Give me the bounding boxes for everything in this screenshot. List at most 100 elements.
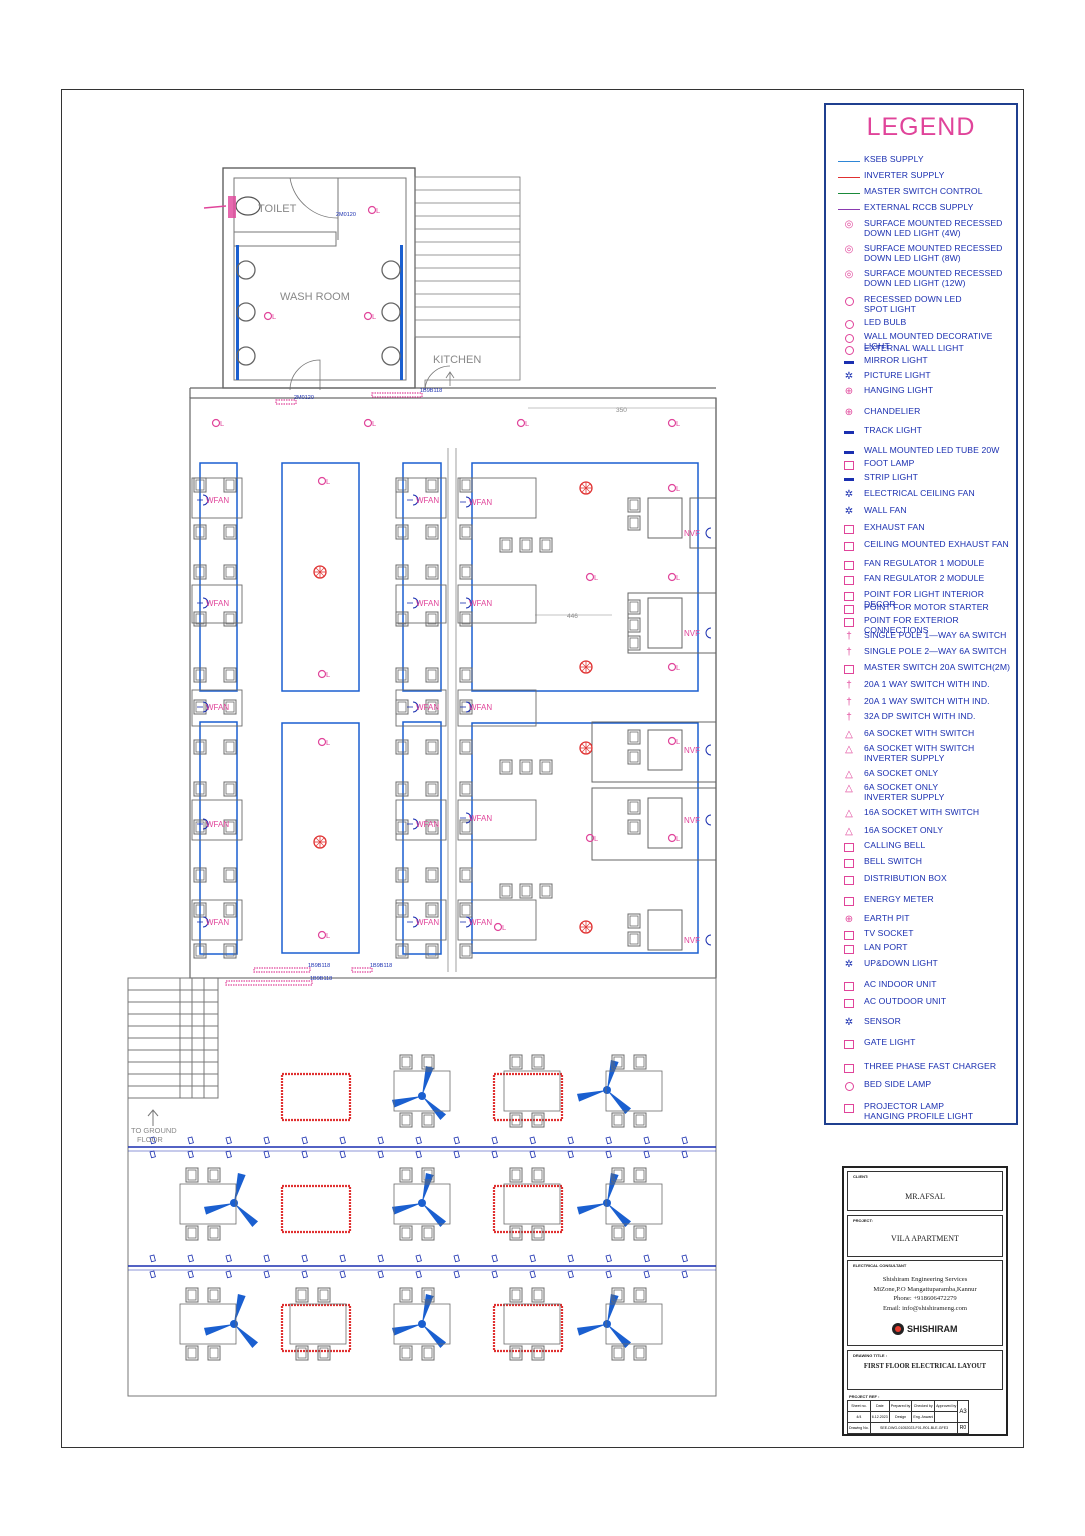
wall-fan-tag-right: NVF [684, 527, 712, 539]
chair [633, 1054, 647, 1070]
strip-light-marker [643, 1136, 650, 1145]
led-tag-text: L [676, 834, 680, 843]
legend-item-label: 6A SOCKET WITH SWITCH [864, 728, 975, 738]
legend-item: LED BULB [834, 317, 1014, 331]
reg1-icon [834, 558, 864, 572]
db-strip: 1B9B118 [371, 388, 442, 398]
chair [459, 902, 473, 918]
sock-6a-only-icon: △ [845, 769, 853, 780]
shishiram-logo: SHISHIRAM [892, 1323, 958, 1335]
legend-item-label: EARTH PIT [864, 913, 910, 923]
chair [425, 524, 439, 540]
led-tag-text: L [525, 419, 529, 428]
legend-item-label: BELL SWITCH [864, 856, 923, 866]
drawing-title: FIRST FLOOR ELECTRICAL LAYOUT [863, 1363, 987, 1370]
blue-outlines [199, 462, 699, 955]
chair [539, 883, 553, 899]
led-tag-text: L [220, 419, 224, 428]
strip-light-marker [339, 1150, 346, 1159]
led-4w-icon: ◎ [844, 219, 854, 230]
chair [421, 1112, 435, 1128]
chair [395, 902, 409, 918]
chair [633, 1287, 647, 1303]
hanging-light-icon [579, 741, 593, 755]
legend-item: EXTERNAL RCCB SUPPLY [834, 202, 1014, 216]
legend-item: MASTER SWITCH CONTROL [834, 186, 1014, 200]
strip-light-marker [149, 1270, 156, 1279]
table [503, 1070, 561, 1112]
strip-light-marker [149, 1136, 156, 1145]
led-tag-text: L [326, 477, 330, 486]
chair [499, 537, 513, 553]
led-light-tag: L [516, 418, 529, 428]
legend-item-label: GATE LIGHT [864, 1037, 916, 1047]
chair [421, 1225, 435, 1241]
table [191, 689, 243, 727]
legend-item: CEILING MOUNTED EXHAUST FAN [834, 539, 1014, 553]
legend-item: BELL SWITCH [834, 856, 1014, 870]
legend-item-label: PROJECTOR LAMP HANGING PROFILE LIGHT [864, 1101, 974, 1121]
legend-item-label: EXHAUST FAN [864, 522, 925, 532]
lan-icon [834, 942, 864, 956]
legend-item-label: SURFACE MOUNTED RECESSED DOWN LED LIGHT … [864, 243, 1003, 263]
legend-item: ▬TRACK LIGHT [834, 425, 1014, 439]
table [179, 1183, 237, 1225]
legend-item-label: HANGING LIGHT [864, 385, 934, 395]
legend-item-label: 20A 1 WAY SWITCH WITH IND. [864, 696, 990, 706]
chair [611, 1225, 625, 1241]
led-light-tag: L [317, 930, 330, 940]
updown-icon: ✲ [844, 959, 854, 970]
strip-light-marker [225, 1150, 232, 1159]
legend-item: ✲UP&DOWN LIGHT [834, 958, 1014, 972]
wall-fan-text: WFAN [206, 918, 229, 927]
chair [519, 537, 533, 553]
ceiling-fan-icon [576, 1172, 632, 1228]
legend-item-label: SURFACE MOUNTED RECESSED DOWN LED LIGHT … [864, 268, 1003, 288]
wall-fan-tag: WFAN [197, 916, 229, 928]
sock-6a-icon: △ [845, 729, 853, 740]
chair [317, 1287, 331, 1303]
legend-item-label: SINGLE POLE 1—WAY 6A SWITCH [864, 630, 1007, 640]
pt-decor-icon [834, 589, 864, 603]
strip-light-marker [377, 1270, 384, 1279]
line-red-icon [834, 170, 864, 184]
wall-fan-tag: WFAN [407, 916, 439, 928]
strip-light-marker [415, 1270, 422, 1279]
legend-item: ⊕HANGING LIGHT [834, 385, 1014, 399]
db-icon [834, 873, 864, 887]
wall-fan-tag-right: NVF [684, 814, 712, 826]
legend-item-label: 6A SOCKET ONLY INVERTER SUPPLY [864, 782, 945, 802]
chair [425, 667, 439, 683]
legend-item-label: KSEB SUPPLY [864, 154, 924, 164]
logo-text: SHISHIRAM [907, 1324, 958, 1334]
table [395, 477, 447, 519]
legend-item: KSEB SUPPLY [834, 154, 1014, 168]
wall-fan-tag: WFAN [197, 597, 229, 609]
drawing-no-label: Drawing No. [847, 1422, 871, 1434]
legend-item: EXTERNAL WALL LIGHT [834, 343, 1014, 357]
chair [459, 781, 473, 797]
spot-icon [834, 294, 864, 308]
legend-item: ✲PICTURE LIGHT [834, 370, 1014, 384]
sw-20a-icon: † [846, 680, 852, 691]
strip-light-marker [681, 1136, 688, 1145]
hanging-light-icon [313, 835, 327, 849]
legend-item: △16A SOCKET ONLY [834, 825, 1014, 839]
led-8w-icon: ◎ [844, 244, 854, 255]
strip-light-marker [605, 1136, 612, 1145]
chair [207, 1345, 221, 1361]
chair [459, 943, 473, 959]
led-tag-text: L [676, 484, 680, 493]
led-tag-text: L [594, 573, 598, 582]
room-label-kitchen: KITCHEN [433, 354, 481, 366]
legend-item: ENERGY METER [834, 894, 1014, 908]
sock-6a-inv-icon: △ [845, 744, 853, 755]
wall-fan-tag: WFAN [407, 494, 439, 506]
sw-32a-icon: † [846, 712, 852, 723]
wall-fan-tag-right: NVF [684, 627, 712, 639]
hanging-light-icon [579, 660, 593, 674]
foot-icon [834, 458, 864, 472]
chair [395, 564, 409, 580]
chair [627, 617, 641, 633]
